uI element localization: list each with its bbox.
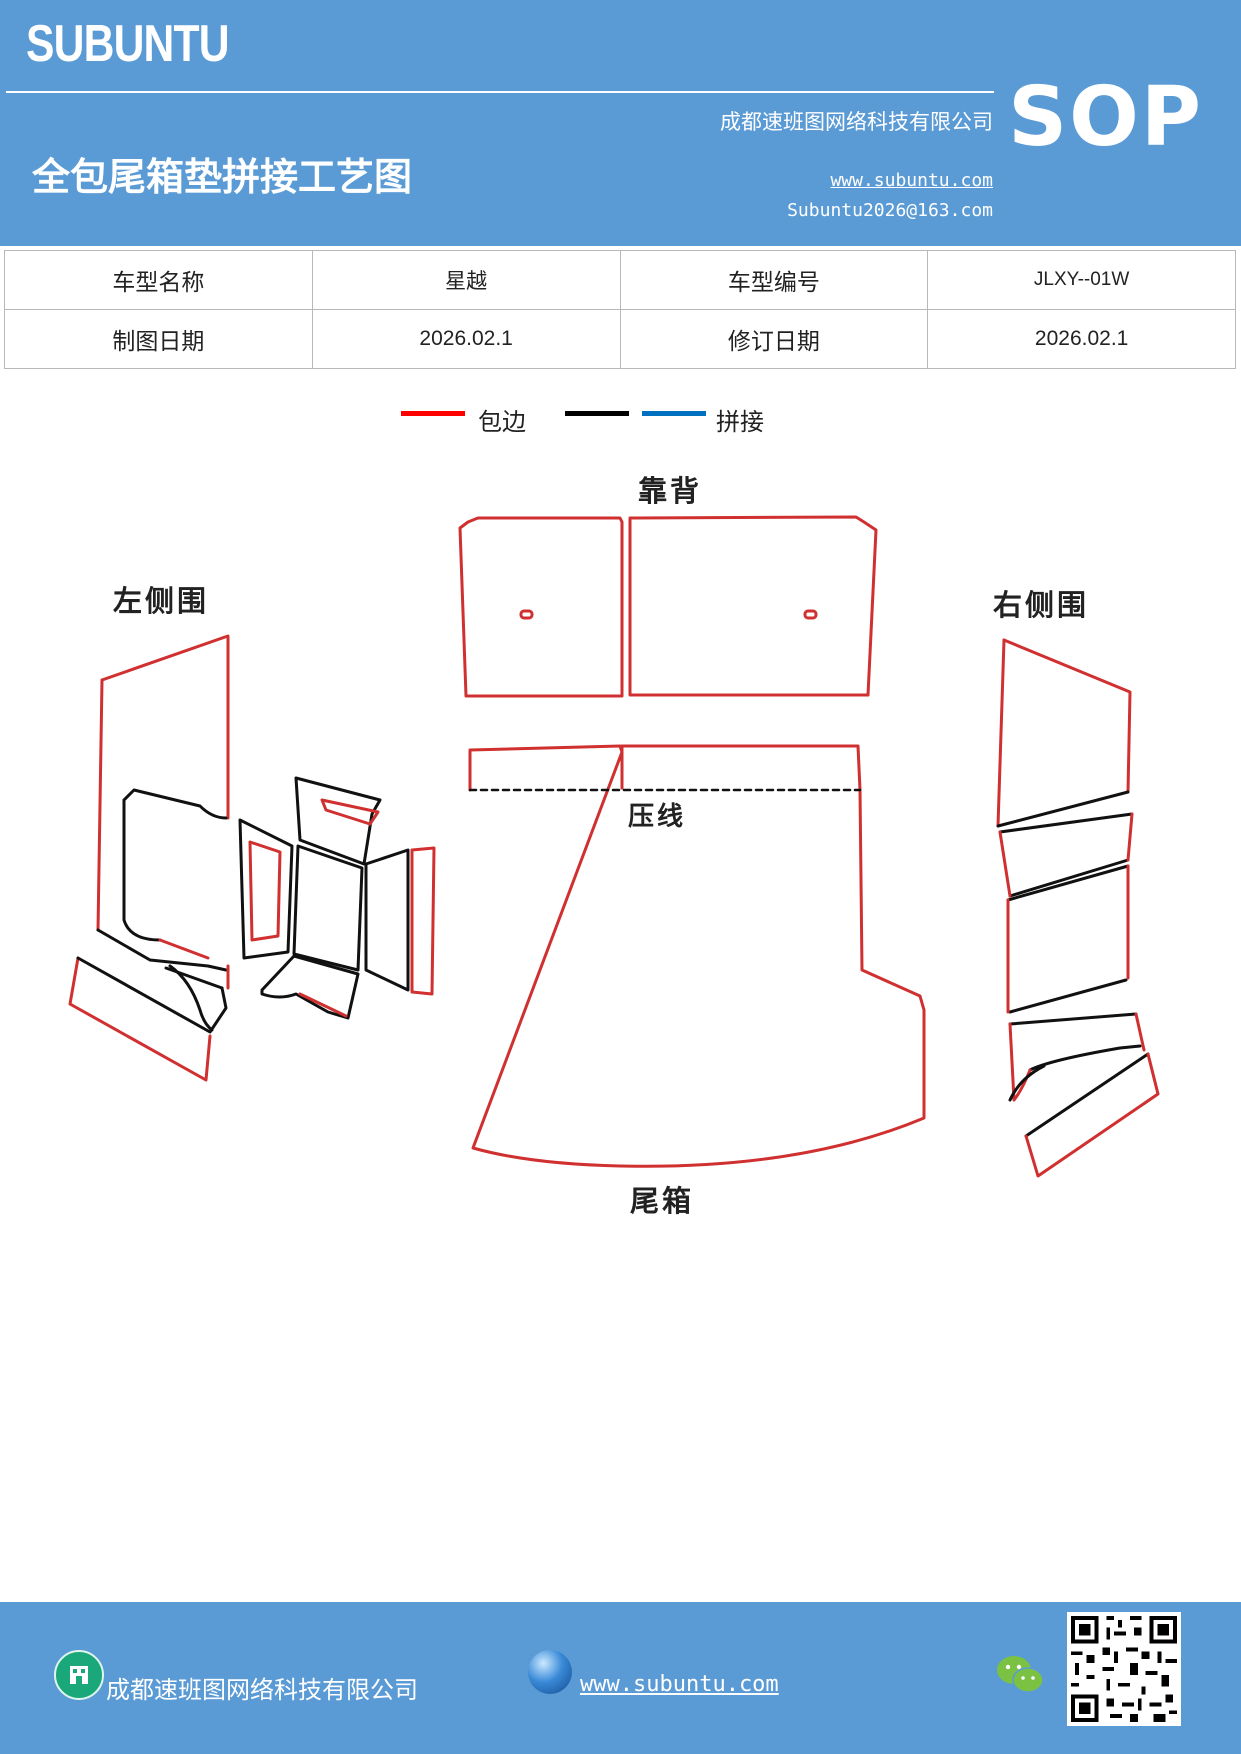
label-crease: 压线 — [628, 802, 687, 832]
legend-edge-swatch — [401, 411, 465, 416]
value-revision-date: 2026.02.1 — [927, 309, 1236, 369]
mat-pattern-drawing — [68, 515, 1160, 1178]
header-email: Subuntu2026@163.com — [787, 200, 993, 221]
footer-website-link[interactable]: www.subuntu.com — [580, 1672, 779, 1697]
header-company: 成都速班图网络科技有限公司 — [720, 110, 993, 134]
label-vehicle-name: 车型名称 — [4, 250, 313, 310]
brand-logo: SUBUNTU — [26, 15, 230, 73]
value-vehicle-code: JLXY--01W — [927, 250, 1236, 310]
header-website-link[interactable]: www.subuntu.com — [830, 170, 993, 191]
right-side-panel-5 — [1008, 1052, 1150, 1138]
label-right-side: 右侧围 — [993, 588, 1090, 622]
header-divider — [6, 91, 994, 93]
label-backrest: 靠背 — [638, 474, 703, 508]
label-draw-date: 制图日期 — [4, 309, 313, 369]
left-insert-d — [364, 848, 410, 992]
left-side-lower-panel — [68, 956, 212, 1082]
header-banner: SUBUNTU 成都速班图网络科技有限公司 全包尾箱垫拼接工艺图 www.sub… — [0, 0, 1241, 246]
right-side-panel-4 — [1008, 1012, 1142, 1072]
legend-splice-label: 拼接 — [716, 408, 764, 436]
left-insert-a — [238, 818, 294, 960]
left-side-panels — [68, 634, 436, 1082]
backrest-right-panel — [628, 515, 878, 697]
left-insert-f — [260, 954, 360, 1020]
sop-label: SOP — [1008, 70, 1203, 165]
value-vehicle-name: 星越 — [311, 250, 621, 310]
backrest-hole-left — [519, 609, 534, 620]
qr-code — [1067, 1612, 1181, 1726]
trunk-floor-outline — [468, 744, 926, 1168]
trunk-floor — [468, 744, 926, 1168]
label-trunk: 尾箱 — [630, 1184, 695, 1218]
value-draw-date: 2026.02.1 — [311, 309, 621, 369]
footer-company: 成都速班图网络科技有限公司 — [106, 1676, 418, 1704]
right-side-panel-3 — [1006, 864, 1130, 1014]
table-row: 制图日期 2026.02.1 修订日期 2026.02.1 — [4, 309, 1236, 369]
left-insert-e — [410, 846, 436, 996]
right-side-panels — [996, 638, 1160, 1178]
right-side-top-panel — [1002, 638, 1132, 794]
wechat-icon — [997, 1656, 1044, 1693]
label-left-side: 左侧围 — [113, 584, 210, 618]
legend: 包边 拼接 — [0, 400, 1241, 440]
left-insert-b — [294, 776, 382, 866]
backrest-left-panel — [458, 516, 624, 698]
legend-splice-swatch — [642, 411, 706, 416]
legend-edge-label: 包边 — [478, 408, 526, 436]
page-title: 全包尾箱垫拼接工艺图 — [32, 155, 413, 199]
label-vehicle-code: 车型编号 — [619, 250, 929, 310]
legend-black-swatch — [565, 411, 629, 416]
left-insert-c — [292, 844, 364, 972]
footer-bar: 成都速班图网络科技有限公司 www.subuntu.com — [0, 1602, 1241, 1754]
info-table: 车型名称 星越 车型编号 JLXY--01W 制图日期 2026.02.1 修订… — [4, 250, 1236, 369]
table-row: 车型名称 星越 车型编号 JLXY--01W — [4, 250, 1236, 310]
backrest-panels — [458, 515, 878, 698]
globe-icon — [528, 1650, 572, 1694]
left-side-main-panel — [100, 634, 230, 820]
backrest-hole-right — [803, 609, 818, 620]
right-side-panel-2 — [998, 812, 1134, 898]
label-revision-date: 修订日期 — [619, 309, 929, 369]
building-icon — [54, 1650, 104, 1700]
